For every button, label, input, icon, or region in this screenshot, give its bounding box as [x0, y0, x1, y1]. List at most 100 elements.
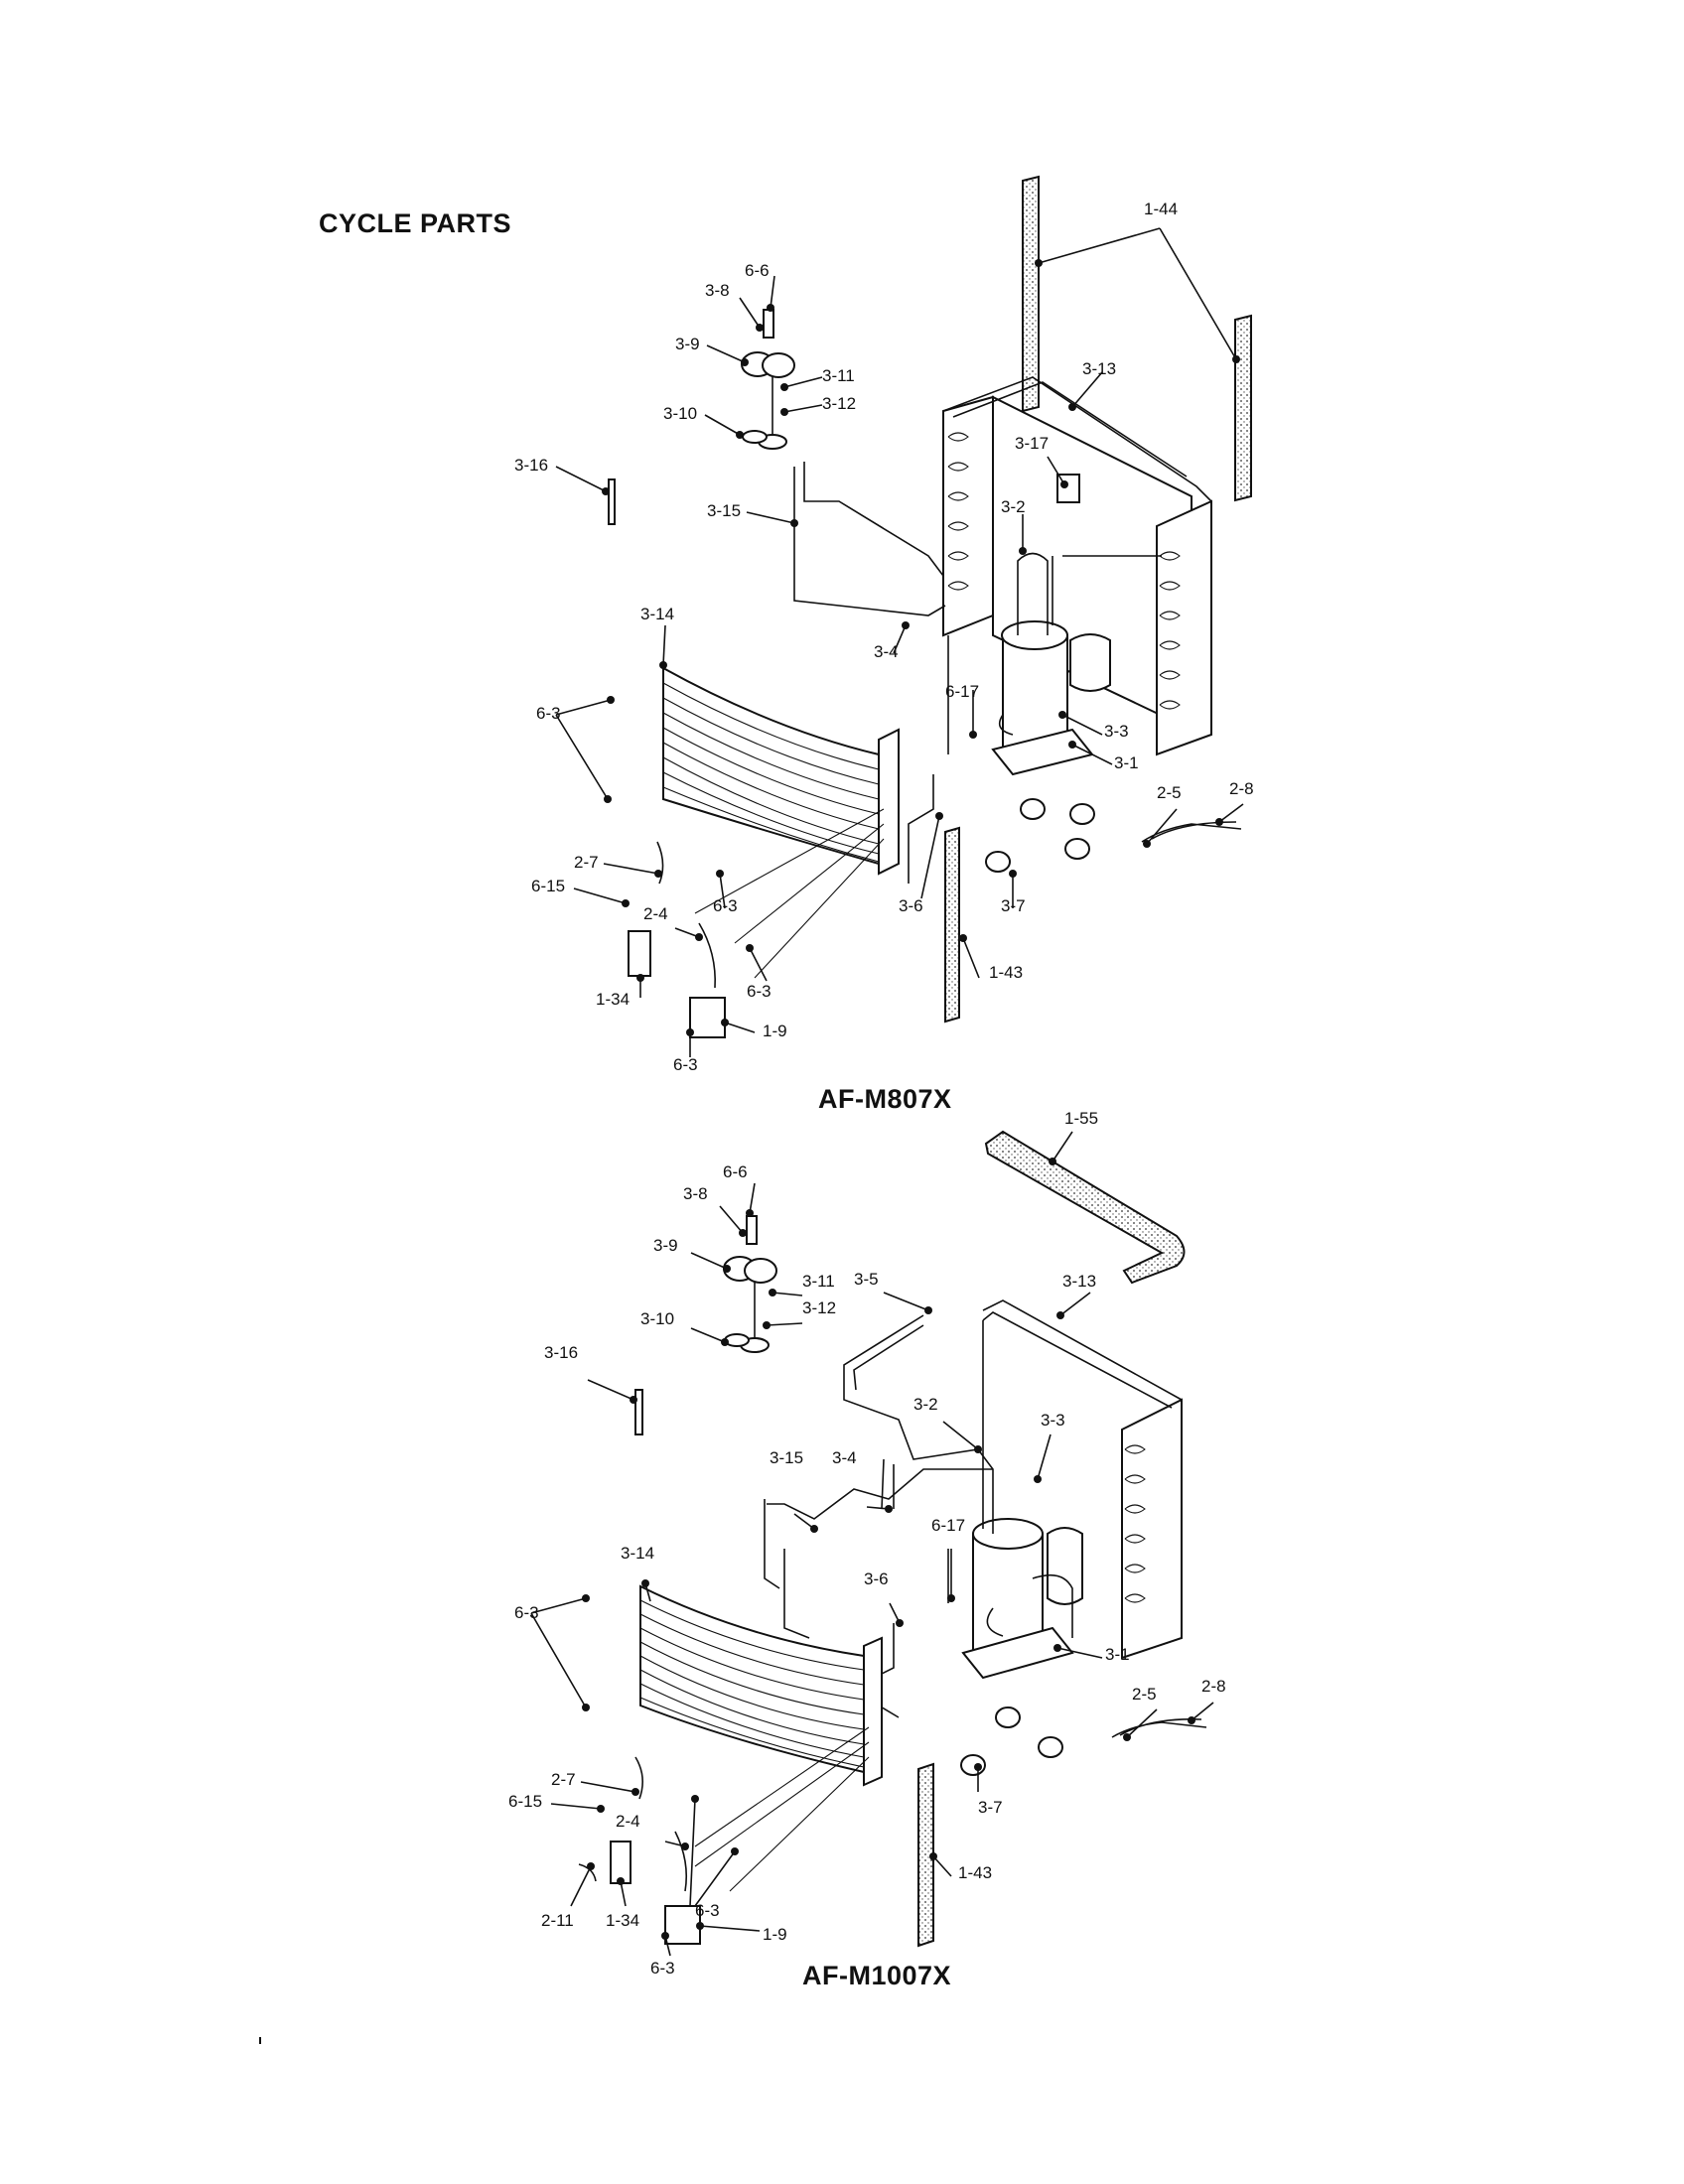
callout-label: 1-43	[958, 1863, 992, 1882]
condenser-coil-2	[639, 1584, 883, 1892]
callout-label: 6-3	[514, 1603, 539, 1622]
callout-label: 3-15	[770, 1448, 803, 1467]
compressor-2	[960, 1518, 1083, 1776]
part-1-34-b	[610, 1841, 632, 1884]
callout-label: 6-15	[531, 877, 565, 895]
callout-label: 3-9	[653, 1236, 678, 1255]
callout-label: 3-15	[707, 501, 741, 520]
foam-strip-left	[1022, 175, 1040, 413]
bottom-callout-dots	[582, 1158, 1195, 1940]
callout-label: 3-11	[802, 1272, 835, 1291]
callout-label: 2-4	[643, 904, 668, 923]
callout-label: 3-9	[675, 335, 700, 353]
callout-label: 3-6	[864, 1570, 889, 1588]
callout-label: 2-7	[551, 1770, 576, 1789]
callout-label: 3-4	[874, 642, 899, 661]
callout-label: 3-13	[1082, 359, 1116, 378]
part-1-34	[628, 930, 651, 977]
part-2-4-b	[674, 1831, 688, 1892]
part-2-7-b	[634, 1756, 643, 1800]
callout-label: 3-1	[1114, 753, 1139, 772]
callout-label: 6-6	[745, 261, 770, 280]
callout-label: 3-8	[683, 1184, 708, 1203]
callout-label: 1-55	[1064, 1109, 1098, 1128]
callout-label: 2-5	[1157, 783, 1182, 802]
callout-label: 1-9	[763, 1925, 787, 1944]
part-2-7	[656, 841, 664, 885]
model-label-bottom: AF-M1007X	[802, 1961, 952, 1990]
callout-label: 1-43	[989, 963, 1023, 982]
page-title: CYCLE PARTS	[319, 208, 512, 238]
callout-label: 6-17	[945, 682, 979, 701]
callout-label: 3-6	[899, 896, 923, 915]
callout-label: 3-2	[1001, 497, 1026, 516]
callout-label: 2-8	[1229, 779, 1254, 798]
callout-label: 3-5	[854, 1270, 879, 1289]
callout-label: 3-10	[663, 404, 697, 423]
callout-label: 6-3	[650, 1959, 675, 1978]
valve-assembly-2	[723, 1215, 777, 1353]
callout-label: 2-11	[541, 1911, 574, 1930]
callout-label: 3-16	[514, 456, 548, 475]
foam-strip-l-shaped	[984, 1130, 1186, 1285]
foam-strip-bottom-2	[917, 1762, 934, 1948]
part-3-16-b	[634, 1389, 643, 1435]
part-3-16	[608, 478, 616, 525]
wire-2-5-2-8	[1141, 821, 1242, 843]
model-label-top: AF-M807X	[818, 1084, 952, 1114]
top-callout-dots	[602, 259, 1240, 1036]
callout-label: 1-9	[763, 1022, 787, 1040]
callout-label: 3-7	[978, 1798, 1003, 1817]
callout-label: 3-12	[802, 1298, 836, 1317]
compressor	[985, 620, 1111, 873]
callout-label: 6-3	[673, 1055, 698, 1074]
foam-strip-bottom	[944, 826, 960, 1024]
callout-label: 6-3	[695, 1901, 720, 1920]
callout-label: 3-14	[621, 1544, 654, 1563]
callout-label: 3-10	[640, 1309, 674, 1328]
top-callout-labels: 1-44 3-13 6-6 3-8 3-9 3-11 3-12 3-10 3-1…	[514, 200, 1254, 1074]
callout-label: 3-17	[1015, 434, 1049, 453]
bottom-callout-lines	[530, 1131, 1214, 1957]
page-mark	[259, 2037, 261, 2044]
part-2-4	[698, 922, 716, 989]
outdoor-coil	[942, 376, 1212, 756]
part-1-9	[689, 997, 726, 1038]
callout-label: 1-34	[606, 1911, 639, 1930]
callout-label: 3-12	[822, 394, 856, 413]
callout-label: 6-3	[713, 896, 738, 915]
callout-label: 3-16	[544, 1343, 578, 1362]
refrigerant-pipes	[793, 462, 1162, 884]
callout-label: 6-6	[723, 1162, 748, 1181]
callout-label: 3-11	[822, 366, 855, 385]
callout-label: 2-8	[1201, 1677, 1226, 1696]
bottom-exploded-view: 1-55 6-6 3-8 3-9 3-11 3-5 3-13 3-10 3-12…	[508, 1109, 1226, 1978]
callout-label: 3-4	[832, 1448, 857, 1467]
callout-label: 6-15	[508, 1792, 542, 1811]
callout-label: 1-44	[1144, 200, 1178, 218]
callout-label: 3-3	[1041, 1411, 1065, 1430]
callout-label: 3-3	[1104, 722, 1129, 741]
callout-label: 3-7	[1001, 896, 1026, 915]
callout-label: 6-3	[536, 704, 561, 723]
valve-assembly	[741, 309, 795, 450]
callout-label: 2-5	[1132, 1685, 1157, 1704]
callout-label: 3-14	[640, 605, 674, 623]
refrigerant-pipes-2	[764, 1314, 1073, 1718]
callout-label: 6-17	[931, 1516, 965, 1535]
callout-label: 3-13	[1062, 1272, 1096, 1291]
part-2-11	[578, 1863, 597, 1882]
outdoor-coil-2	[982, 1299, 1183, 1660]
callout-label: 3-8	[705, 281, 730, 300]
part-1-9-b	[664, 1905, 701, 1945]
callout-label: 2-4	[616, 1812, 640, 1831]
callout-label: 6-3	[747, 982, 772, 1001]
callout-label: 3-2	[913, 1395, 938, 1414]
condenser-coil	[662, 666, 900, 979]
bottom-callout-labels: 1-55 6-6 3-8 3-9 3-11 3-5 3-13 3-10 3-12…	[508, 1109, 1226, 1978]
callout-label: 2-7	[574, 853, 599, 872]
callout-label: 1-34	[596, 990, 630, 1009]
callout-label: 3-1	[1105, 1645, 1130, 1664]
foam-strip-right	[1234, 314, 1252, 502]
